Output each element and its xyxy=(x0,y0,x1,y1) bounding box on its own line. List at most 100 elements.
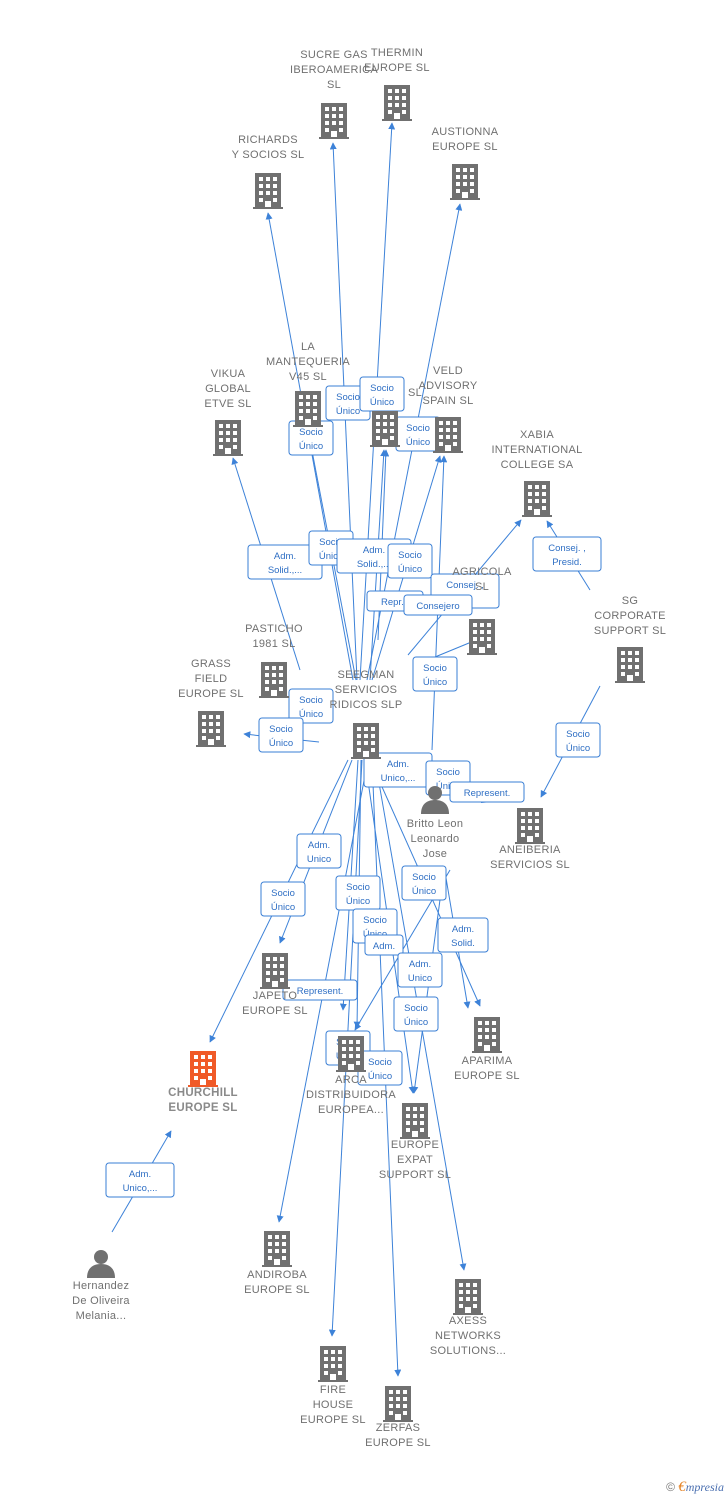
building-icon xyxy=(472,1017,502,1053)
node-xabia[interactable]: XABIA INTERNATIONAL COLLEGE SA xyxy=(491,429,582,517)
node-label-line: HOUSE xyxy=(313,1399,354,1411)
edge-label-text: Socio xyxy=(336,392,360,403)
edge-label-text: Repr... xyxy=(381,597,409,608)
node-sl_mid[interactable]: SL xyxy=(370,387,422,447)
node-label-line: EUROPE SL xyxy=(300,1414,366,1426)
edge-label-text: Único xyxy=(406,437,430,448)
edge-label-text: Socio xyxy=(299,695,323,706)
brand-name: mpresia xyxy=(685,1480,724,1494)
edge-label-box xyxy=(401,865,447,901)
node-label-line: EUROPE SL xyxy=(242,1005,308,1017)
building-icon xyxy=(615,647,645,683)
node-label-line: COLLEGE SA xyxy=(501,459,574,471)
building-icon xyxy=(370,411,400,447)
building-icon xyxy=(188,1051,218,1087)
edge-label-text: Único xyxy=(404,1017,428,1028)
edge-label-text: Socio xyxy=(412,872,436,883)
edge-label-text: Adm. xyxy=(129,1169,151,1180)
edge-label-text: Único xyxy=(346,896,370,907)
edge-label-text: Adm. xyxy=(387,759,409,770)
edge-label-text: Consej. , xyxy=(548,543,586,554)
building-icon xyxy=(260,953,290,989)
building-icon xyxy=(400,1103,430,1139)
edge-label-box xyxy=(288,688,334,724)
node-label-line: XABIA xyxy=(520,429,554,441)
node-label-line: RIDICOS SLP xyxy=(330,699,403,711)
node-label-line: VELD xyxy=(433,365,463,377)
node-label-line: SL xyxy=(475,581,489,593)
node-label-line: SUPPORT SL xyxy=(594,625,666,637)
node-label-line: SEEGMAN xyxy=(337,669,394,681)
node-label-line: ARCA xyxy=(335,1074,367,1086)
node-label-line: SG xyxy=(622,595,639,607)
building-icon xyxy=(259,662,289,698)
node-label-line: INTERNATIONAL xyxy=(491,444,582,456)
node-label-line: EUROPE SL xyxy=(168,1102,237,1114)
edge-label-26: Represent. xyxy=(282,979,358,1001)
edge-label-23: Adm. xyxy=(364,934,404,956)
node-label-line: SOLUTIONS... xyxy=(430,1345,506,1357)
node-austionna[interactable]: AUSTIONNA EUROPE SL xyxy=(432,126,499,200)
edge-label-text: Socio xyxy=(398,550,422,561)
edge-label-box xyxy=(532,536,602,572)
node-label-line: ADVISORY xyxy=(418,380,477,392)
node-label-line: SL xyxy=(408,387,422,399)
building-icon xyxy=(196,711,226,747)
node-label-line: AUSTIONNA xyxy=(432,126,499,138)
edge-label-text: Consej. , xyxy=(446,580,484,591)
edge-label-text: Único xyxy=(299,441,323,452)
building-icon xyxy=(522,481,552,517)
node-axess[interactable]: AXESSNETWORKSSOLUTIONS... xyxy=(430,1279,506,1357)
person-icon xyxy=(87,1250,115,1278)
edge-label-15: Adm.Unico xyxy=(296,833,342,869)
brand-e-logo: € xyxy=(678,1479,686,1495)
edge-label-box xyxy=(449,781,525,803)
node-label-line: EXPAT xyxy=(397,1154,433,1166)
node-arca[interactable]: ARCADISTRIBUIDORAEUROPEA... xyxy=(306,1036,396,1116)
edge-label-box xyxy=(258,717,304,753)
edge-label-text: Socio xyxy=(406,423,430,434)
node-label-line: GRASS xyxy=(191,658,231,670)
node-label-line: De Oliveira xyxy=(72,1295,130,1307)
edge-label-text: Único xyxy=(269,738,293,749)
empresia-brand[interactable]: © €mpresia xyxy=(666,1479,724,1496)
edge-label-box xyxy=(397,952,443,988)
node-label-line: EUROPE SL xyxy=(432,141,498,153)
node-label-line: Melania... xyxy=(76,1310,127,1322)
edge-label-text: Socio xyxy=(566,729,590,740)
node-label-line: SERVICIOS SL xyxy=(490,859,570,871)
edge-label-text: Único xyxy=(423,677,447,688)
edge-label-box xyxy=(412,656,458,692)
edge-label-text: Socio xyxy=(423,663,447,674)
